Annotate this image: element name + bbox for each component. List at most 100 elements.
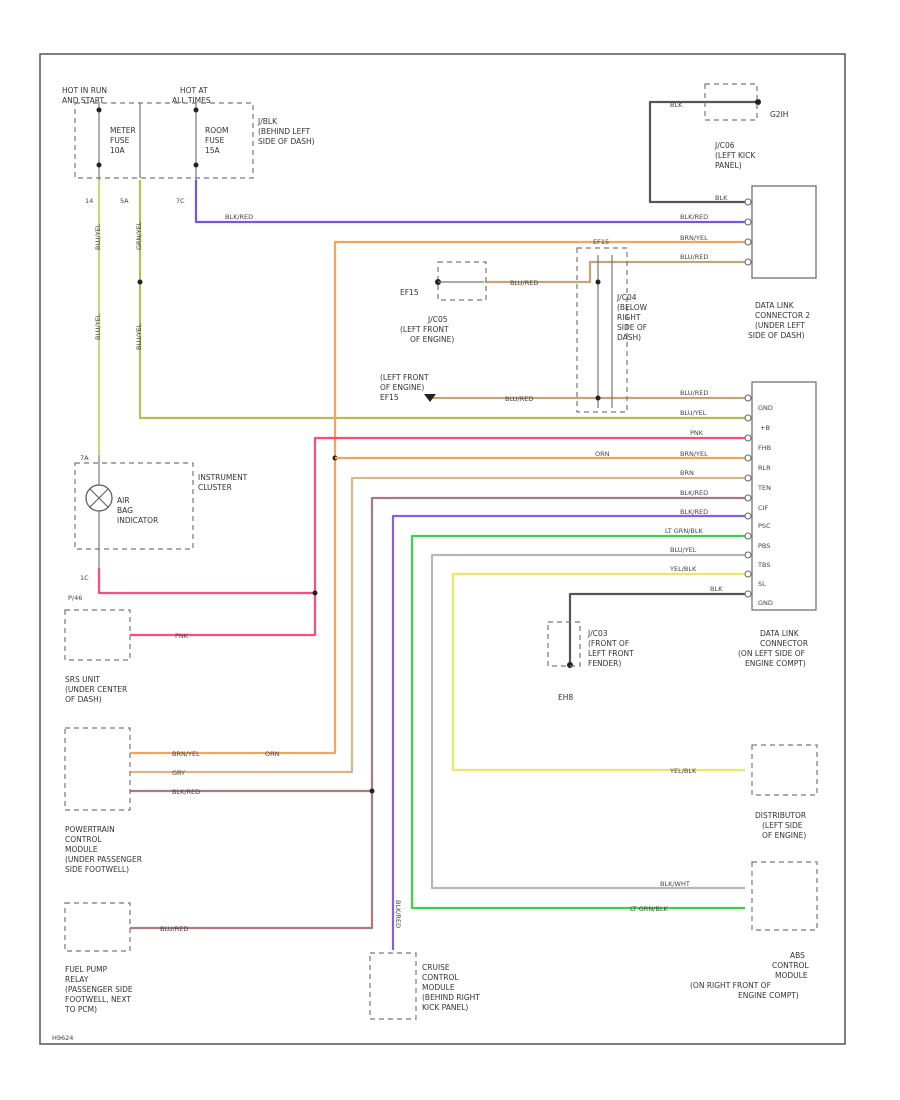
wire-label-orn: ORN <box>595 450 610 458</box>
room-fuse-label-3: 15A <box>205 146 221 155</box>
dlc2-pin-label: TBS <box>757 561 770 569</box>
dlc2-pin <box>744 570 752 578</box>
dlc2-pin-label: CIF <box>758 504 768 512</box>
cruise-control-module-box <box>369 952 417 1020</box>
wire-label-yel: YEL/BLK <box>669 565 697 573</box>
wire-label-pnk-srs: PNK <box>175 632 189 640</box>
wire-label-brn-yel: BRN/YEL <box>680 450 708 458</box>
dlc1-pin <box>744 218 752 226</box>
wire-blu-yel-dlc2 <box>138 180 745 420</box>
dlc1-label-2: CONNECTOR 2 <box>755 311 810 320</box>
wire-purple-ccm <box>391 514 745 950</box>
dlc2-pin-label: GND <box>758 404 773 412</box>
abs-label: ABS <box>790 951 805 960</box>
dist-label: DISTRIBUTOR <box>755 811 806 820</box>
ccm-label-3: MODULE <box>422 983 455 992</box>
meter-fuse-label-3: 10A <box>110 146 126 155</box>
jc03-label: J/C03 <box>587 629 608 638</box>
wire-label-blk-red-2: BLK/RED <box>680 213 708 221</box>
jc05-label-3: OF ENGINE) <box>410 335 454 344</box>
wire-label-orn-pcm: ORN <box>265 750 280 758</box>
pcm-label: POWERTRAIN <box>65 825 115 834</box>
wire-label-brn-yel-pcm: BRN/YEL <box>172 750 200 758</box>
dlc1-pin <box>744 258 752 266</box>
jc06-label-2: (LEFT KICK <box>715 151 756 160</box>
wire-label-blu-yel-dlc2: BLU/YEL <box>680 409 707 417</box>
pcm-label-2: CONTROL <box>65 835 102 844</box>
dlc1-label: DATA LINK <box>755 301 795 310</box>
jc04-label-3: RIGHT <box>617 313 641 322</box>
dlc2-label: DATA LINK <box>760 629 800 638</box>
wire-label-lt-grn: LT GRN/BLK <box>665 527 703 535</box>
jc05-label-2: (LEFT FRONT <box>400 325 449 334</box>
pin-5a-label: 5A <box>120 197 129 205</box>
dlc2-pin <box>744 434 752 442</box>
wire-label-gry-pcm: GRY <box>172 769 185 777</box>
meter-fuse-dot <box>96 107 102 113</box>
room-fuse-dot-2 <box>193 162 199 168</box>
dlc2-pin-label: PBS <box>758 542 770 550</box>
dist-label-3: OF ENGINE) <box>762 831 806 840</box>
lf-engine-label-3: EF15 <box>380 393 399 402</box>
dlc2-pin <box>744 512 752 520</box>
pin-14-label: 14 <box>85 197 93 205</box>
ffr-label-3: (PASSENGER SIDE <box>65 985 133 994</box>
dlc2-pin-label: TEN <box>757 484 771 492</box>
ffr-label: FUEL PUMP <box>65 965 108 974</box>
data-link-connector <box>751 381 817 611</box>
srs-label-2: (UNDER CENTER <box>65 685 127 694</box>
wire-label-blk-red-pcm: BLK/RED <box>172 788 200 796</box>
dlc1-pin <box>744 238 752 246</box>
wire-blu-wht-abs <box>430 553 745 890</box>
dlc2-pin <box>744 532 752 540</box>
pin-7a-label: 7A <box>80 454 89 462</box>
wire-label-blk-dlc1: BLK <box>715 194 728 202</box>
ccm-label-2: CONTROL <box>422 973 459 982</box>
cluster-label-2: CLUSTER <box>198 483 232 492</box>
abs-label-5: ENGINE COMPT) <box>738 991 799 1000</box>
dlc2-pin <box>744 551 752 559</box>
ccm-label: CRUISE <box>422 963 450 972</box>
jc03-label-3: LEFT FRONT <box>588 649 634 658</box>
room-fuse-dot <box>193 107 199 113</box>
jc03-label-2: (FRONT OF <box>588 639 629 648</box>
dlc2-pin-label: RLR <box>758 464 771 472</box>
dlc2-label-3: (ON LEFT SIDE OF <box>738 649 805 658</box>
wire-label-purple-ccm: BLK/RED <box>394 900 402 928</box>
abs-label-4: (ON RIGHT FRONT OF <box>690 981 771 990</box>
wire-blk-red-ffr <box>130 496 745 930</box>
jc04-label: J/C04 <box>616 293 637 302</box>
abs-label-2: CONTROL <box>772 961 809 970</box>
wire-label-blu-yel2: BLU/YEL <box>670 546 697 554</box>
pin-1c-label: 1C <box>80 574 89 582</box>
jb-note-2: (BEHIND LEFT <box>258 127 311 136</box>
jc05-box <box>437 261 487 301</box>
lf-engine-label-2: OF ENGINE) <box>380 383 424 392</box>
wire-label-blu-red-jc05: BLU/RED <box>510 279 538 287</box>
junction-dot-blk-red <box>369 788 375 794</box>
pcm-label-3: MODULE <box>65 845 98 854</box>
junction-block: HOT IN RUN AND START HOT AT ALL TIMES ME… <box>62 86 315 205</box>
wire-label-blu-red-dlc1: BLU/RED <box>680 253 708 261</box>
jc06-label-3: PANEL) <box>715 161 742 170</box>
abs-control-module-box <box>751 861 818 931</box>
room-fuse-label: ROOM <box>205 126 229 135</box>
wire-pnk-srs <box>130 436 745 637</box>
dlc2-pins <box>744 394 752 598</box>
jc04-box <box>576 247 628 413</box>
wire-label-blk-j106: BLK <box>670 101 683 109</box>
dlc1-label-3: (UNDER LEFT <box>755 321 805 330</box>
ccm-label-4: (BEHIND RIGHT <box>422 993 480 1002</box>
jc04-dot-2 <box>595 395 601 401</box>
dlc2-pin-label: GND <box>758 599 773 607</box>
dist-label-2: (LEFT SIDE <box>762 821 803 830</box>
fuse-hot-run-label-2: AND START <box>62 96 104 105</box>
eh8-label: EH8 <box>558 693 573 702</box>
jc03-label-4: FENDER) <box>588 659 621 668</box>
dlc1-label-4: SIDE OF DASH) <box>748 331 805 340</box>
wire-blk-j106 <box>648 100 758 204</box>
air-bag-indicator-x-2 <box>89 488 109 508</box>
dlc2-pin <box>744 394 752 402</box>
dlc2-pin <box>744 590 752 598</box>
diagram-frame <box>39 53 846 1045</box>
